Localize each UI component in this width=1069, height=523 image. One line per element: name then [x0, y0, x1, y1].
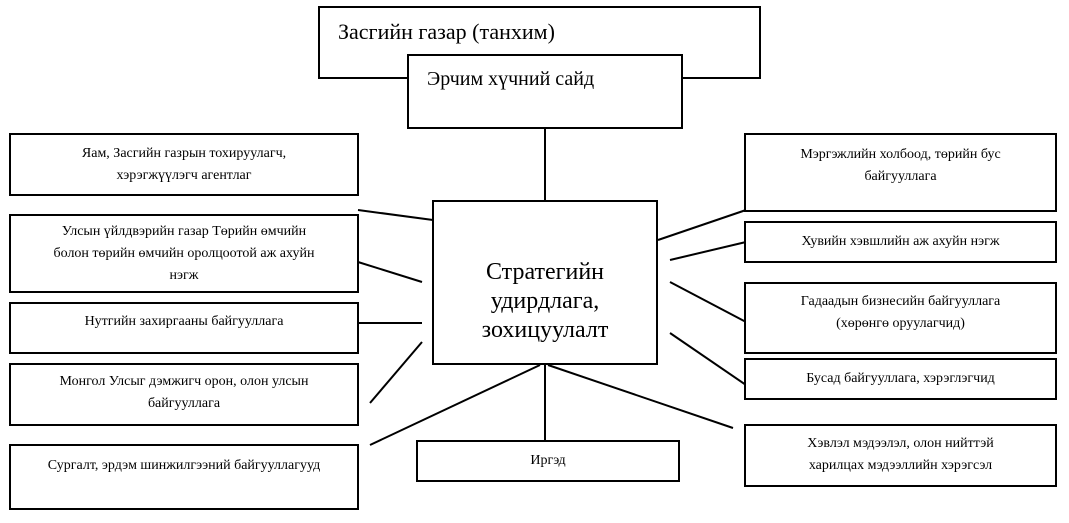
right-1-line-2: байгууллага — [864, 169, 937, 184]
connector-left-1 — [357, 209, 434, 221]
left-4-line-2: байгууллага — [147, 396, 221, 411]
left-box-research-institutions: Сургалт, эрдэм шинжилгээний байгууллагуу… — [9, 444, 359, 510]
left-2-line-1: Улсын үйлдвэрийн газар Төрийн өмчийн — [61, 224, 307, 239]
left-3-line-1: Нутгийн захиргааны байгууллага — [84, 314, 284, 329]
connector-left-2 — [357, 261, 423, 283]
right-box-media: Хэвлэл мэдээлэл, олон нийттэй харилцах м… — [744, 424, 1057, 487]
right-box-private-sector: Хувийн хэвшлийн аж ахуйн нэгж — [744, 221, 1057, 263]
right-box-foreign-business: Гадаадын бизнесийн байгууллага (хөрөнгө … — [744, 282, 1057, 354]
right-3-line-1: Гадаадын бизнесийн байгууллага — [800, 294, 1001, 309]
right-box-professional-associations: Мэргэжлийн холбоод, төрийн бус байгуулла… — [744, 133, 1057, 212]
right-1-line-1: Мэргэжлийн холбоод, төрийн бус — [800, 147, 1001, 162]
minister-label: Эрчим хүчний сайд — [427, 68, 595, 90]
left-5-line-1: Сургалт, эрдэм шинжилгээний байгууллагуу… — [47, 458, 321, 473]
connector-right-2 — [669, 241, 747, 261]
left-box-state-enterprises: Улсын үйлдвэрийн газар Төрийн өмчийн бол… — [9, 214, 359, 293]
government-label: Засгийн газар (танхим) — [338, 19, 555, 44]
left-box-ministries: Яам, Засгийн газрын тохируулагч, хэрэгжү… — [9, 133, 359, 196]
right-5-line-2: харилцах мэдээллийн хэрэгсэл — [808, 458, 993, 473]
connector-right-4 — [669, 332, 747, 386]
center-line-1: Стратегийн — [485, 259, 605, 285]
minister-box: Эрчим хүчний сайд — [407, 54, 683, 129]
left-box-local-government: Нутгийн захиргааны байгууллага — [9, 302, 359, 354]
connector-left-5 — [369, 364, 541, 446]
right-box-other-organizations: Бусад байгууллага, хэрэглэгчид — [744, 358, 1057, 400]
left-box-supporting-countries: Монгол Улсыг дэмжигч орон, олон улсын ба… — [9, 363, 359, 426]
left-2-line-2: болон төрийн өмчийн оролцоотой аж ахуйн — [53, 246, 315, 261]
left-1-line-1: Яам, Засгийн газрын тохируулагч, — [81, 146, 287, 161]
connector-right-3 — [669, 281, 747, 323]
left-1-line-2: хэрэгжүүлэгч агентлаг — [116, 168, 252, 183]
right-5-line-1: Хэвлэл мэдээлэл, олон нийттэй — [807, 436, 994, 451]
connector-right-5 — [547, 364, 734, 429]
center-line-2: удирдлага, — [490, 288, 600, 314]
connector-right-1 — [657, 209, 747, 241]
center-line-3: зохицуулалт — [481, 317, 609, 343]
right-2-line-1: Хувийн хэвшлийн аж ахуйн нэгж — [801, 234, 1000, 249]
left-4-line-1: Монгол Улсыг дэмжигч орон, олон улсын — [59, 374, 309, 389]
center-box: Стратегийн удирдлага, зохицуулалт — [432, 200, 658, 365]
connector-left-4 — [369, 341, 423, 404]
bottom-label: Иргэд — [530, 453, 566, 468]
bottom-box-citizens: Иргэд — [416, 440, 680, 482]
right-3-line-2: (хөрөнгө оруулагчид) — [836, 316, 965, 331]
left-2-line-3: нэгж — [169, 268, 199, 283]
right-4-line-1: Бусад байгууллага, хэрэглэгчид — [806, 371, 995, 386]
